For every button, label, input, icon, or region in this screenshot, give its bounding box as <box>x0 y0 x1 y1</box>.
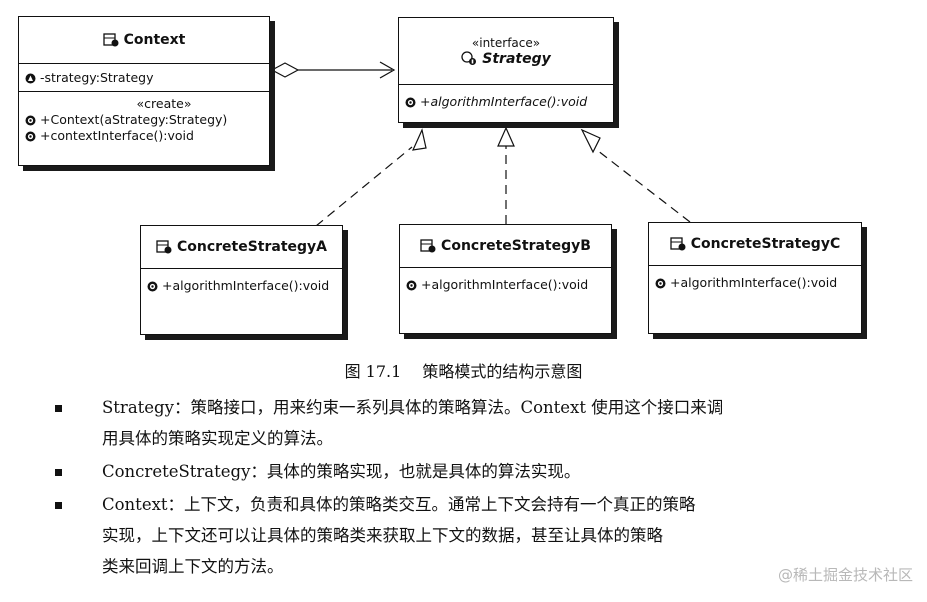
class-icon <box>420 239 436 253</box>
concrete-strategy-c-box[interactable]: ConcreteStrategyC +algorithmInterface():… <box>648 222 862 334</box>
context-class-header: Context <box>19 17 269 64</box>
concrete-strategy-b-method-row: +algorithmInterface():void <box>406 277 605 293</box>
context-constructor-row: +Context(aStrategy:Strategy) <box>25 112 263 128</box>
class-icon <box>670 237 686 251</box>
strategy-interface-header: «interface» Strategy <box>399 18 613 85</box>
concrete-strategy-a-box[interactable]: ConcreteStrategyA +algorithmInterface():… <box>140 225 343 335</box>
list-item-line: Strategy：策略接口，用来约束一系列具体的策略算法。Context 使用这… <box>102 398 724 417</box>
description-list: Strategy：策略接口，用来约束一系列具体的策略算法。Context 使用这… <box>52 392 902 582</box>
context-class-title: Context <box>102 32 186 48</box>
realization-line-c <box>592 146 691 223</box>
realization-triangle-a <box>411 128 427 151</box>
concrete-strategy-c-name: ConcreteStrategyC <box>690 236 841 252</box>
class-icon <box>102 33 119 47</box>
strategy-interface-box[interactable]: «interface» Strategy +algorithmInterface… <box>398 17 614 123</box>
list-item-line: 实现，上下文还可以让具体的策略类来获取上下文的数据，甚至让具体的策略 <box>102 526 663 545</box>
operation-icon <box>147 281 158 291</box>
operation-icon <box>655 278 666 288</box>
realization-triangle-b <box>497 126 515 147</box>
concrete-strategy-b-header: ConcreteStrategyB <box>400 225 611 268</box>
aggregation-arrowhead <box>379 61 396 79</box>
list-item: Context：上下文，负责和具体的策略类交互。通常上下文会持有一个真正的策略 … <box>52 489 902 582</box>
figure-caption-text: 策略模式的结构示意图 <box>422 362 583 381</box>
context-attribute-text: -strategy:Strategy <box>40 70 154 85</box>
bullet-marker <box>55 502 62 509</box>
operation-icon <box>25 115 36 125</box>
context-class-box[interactable]: Context -strategy:Strategy «create» +Con… <box>18 16 270 166</box>
concrete-strategy-c-title: ConcreteStrategyC <box>670 236 840 252</box>
concrete-strategy-a-name: ConcreteStrategyA <box>176 239 328 255</box>
list-item-line: 类来回调上下文的方法。 <box>102 557 284 576</box>
strategy-operations: +algorithmInterface():void <box>399 85 613 113</box>
concrete-strategy-b-method-text: +algorithmInterface():void <box>421 277 589 292</box>
operation-icon <box>406 280 417 290</box>
list-item-line: ConcreteStrategy：具体的策略实现，也就是具体的算法实现。 <box>102 462 581 481</box>
diagram-connectors <box>270 61 691 227</box>
context-attribute-row: -strategy:Strategy <box>25 70 263 86</box>
concrete-strategy-c-operations: +algorithmInterface():void <box>649 266 861 294</box>
strategy-method-text: +algorithmInterface():void <box>420 94 588 109</box>
realization-line-a <box>315 146 413 227</box>
interface-stereotype: «interface» <box>471 35 541 50</box>
aggregation-diamond <box>270 62 300 78</box>
concrete-strategy-b-box[interactable]: ConcreteStrategyB +algorithmInterface():… <box>399 224 612 334</box>
interface-icon <box>461 51 477 65</box>
realization-triangle-c <box>580 128 601 154</box>
concrete-strategy-c-method-text: +algorithmInterface():void <box>670 275 838 290</box>
operation-icon <box>405 97 416 107</box>
list-item-line: 用具体的策略实现定义的算法。 <box>102 429 333 448</box>
concrete-strategy-a-title: ConcreteStrategyA <box>156 239 327 255</box>
concrete-strategy-a-method-row: +algorithmInterface():void <box>147 278 336 294</box>
concrete-strategy-a-operations: +algorithmInterface():void <box>141 269 342 297</box>
concrete-strategy-b-name: ConcreteStrategyB <box>441 238 591 254</box>
list-item: Strategy：策略接口，用来约束一系列具体的策略算法。Context 使用这… <box>52 392 902 454</box>
bullet-marker <box>55 405 62 412</box>
concrete-strategy-c-method-row: +algorithmInterface():void <box>655 275 855 291</box>
operation-icon <box>25 131 36 141</box>
figure-caption: 图 17.1 策略模式的结构示意图 <box>0 358 927 382</box>
context-method-text: +contextInterface():void <box>40 128 194 143</box>
context-method-row: +contextInterface():void <box>25 128 263 144</box>
concrete-strategy-a-method-text: +algorithmInterface():void <box>162 278 330 293</box>
strategy-interface-name: Strategy <box>482 50 551 67</box>
context-operations: «create» +Context(aStrategy:Strategy) +c… <box>19 92 269 147</box>
concrete-strategy-c-header: ConcreteStrategyC <box>649 223 861 266</box>
attribute-icon <box>25 73 36 83</box>
list-item: ConcreteStrategy：具体的策略实现，也就是具体的算法实现。 <box>52 456 902 487</box>
context-attributes: -strategy:Strategy <box>19 64 269 92</box>
figure-number: 图 17.1 <box>344 362 402 381</box>
concrete-strategy-b-title: ConcreteStrategyB <box>420 238 591 254</box>
watermark: @稀土掘金技术社区 <box>777 566 913 584</box>
bullet-marker <box>55 469 62 476</box>
context-constructor-text: +Context(aStrategy:Strategy) <box>40 112 228 127</box>
strategy-interface-title: Strategy <box>461 50 551 67</box>
class-icon <box>156 240 172 254</box>
concrete-strategy-a-header: ConcreteStrategyA <box>141 226 342 269</box>
list-item-line: Context：上下文，负责和具体的策略类交互。通常上下文会持有一个真正的策略 <box>102 495 696 514</box>
create-stereotype: «create» <box>136 96 192 111</box>
concrete-strategy-b-operations: +algorithmInterface():void <box>400 268 611 296</box>
strategy-method-row: +algorithmInterface():void <box>405 94 607 110</box>
context-class-name: Context <box>123 32 186 48</box>
